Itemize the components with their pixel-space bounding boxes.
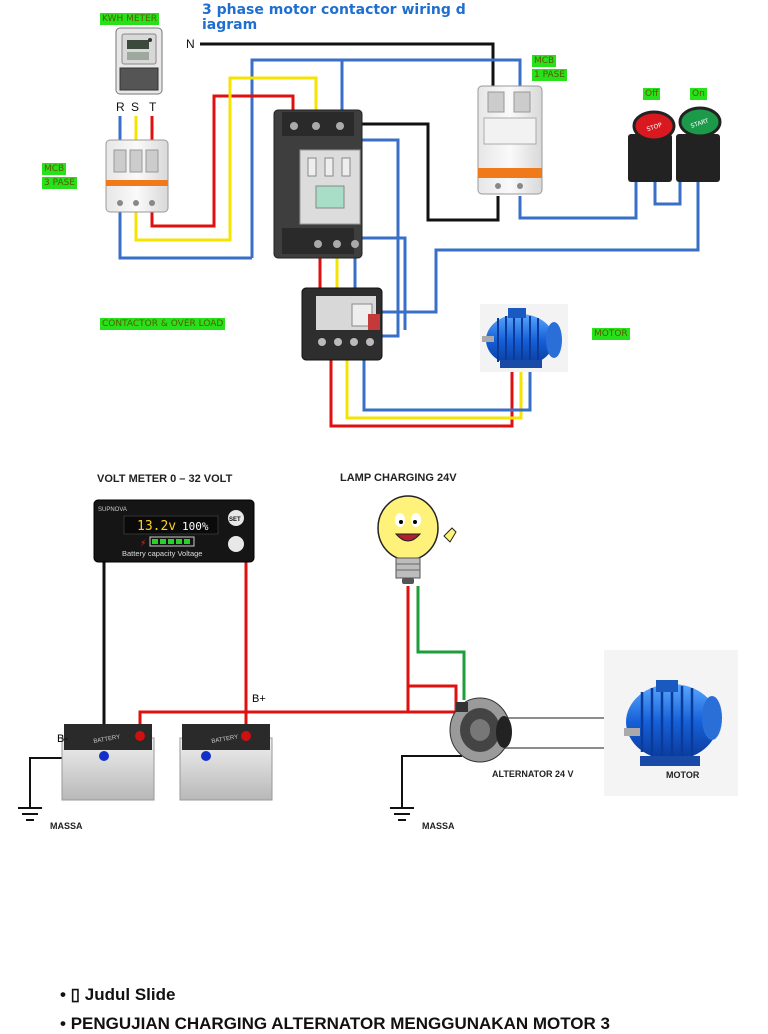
tag-mcb-1phase-line2: 1 PASE bbox=[532, 69, 567, 81]
meter-reading: 13.2v bbox=[137, 519, 176, 534]
wire-blue-l3 bbox=[118, 212, 252, 260]
diagram1-title: 3 phase motor contactor wiring d iagram bbox=[202, 2, 466, 33]
lamp-bulb bbox=[377, 495, 457, 584]
label-motor-2: MOTOR bbox=[666, 770, 700, 780]
kwh-meter bbox=[115, 27, 163, 95]
tag-motor: MOTOR bbox=[592, 328, 630, 340]
wire-blue-ctrl2 bbox=[360, 236, 407, 330]
alternator bbox=[449, 697, 512, 763]
tag-kwh-meter: KWH METER bbox=[100, 13, 159, 25]
wire-lamp-red2 bbox=[408, 684, 458, 712]
tag-contactor-overload: CONTACTOR & OVER LOAD bbox=[100, 318, 226, 330]
bullet-item-1: • ▯ Judul Slide bbox=[60, 985, 175, 1005]
tag-mcb-1phase-line1: MCB bbox=[532, 55, 557, 67]
phase-label-t: T bbox=[149, 100, 157, 114]
neutral-label: N bbox=[186, 37, 195, 51]
wire-yellow-motor bbox=[345, 360, 523, 420]
meter-brand: SUPNOVA bbox=[98, 507, 127, 513]
label-massa-left: MASSA bbox=[50, 821, 83, 831]
meter-caption: Battery capacity Voltage bbox=[122, 549, 202, 558]
wire-blue-top bbox=[250, 58, 522, 258]
battery-1-label: BATTERY bbox=[93, 734, 121, 745]
diagram1-wires bbox=[118, 42, 700, 428]
lamp-title: LAMP CHARGING 24V bbox=[340, 472, 457, 484]
bullet-item-2: • PENGUJIAN CHARGING ALTERNATOR MENGGUNA… bbox=[60, 1014, 610, 1034]
wire-blue-motor bbox=[362, 360, 532, 412]
meter-set-label: SET bbox=[229, 517, 241, 523]
wire-blue-start-back bbox=[382, 180, 700, 314]
phase-label-r: R bbox=[116, 100, 125, 114]
motor-diagram2 bbox=[604, 650, 738, 796]
tag-off: Off bbox=[643, 88, 661, 100]
wire-blue-mcb1-stop bbox=[518, 180, 638, 220]
battery-2-label: BATTERY bbox=[211, 734, 239, 745]
meter-bolt-icon: ⚡ bbox=[140, 539, 146, 549]
label-massa-alt: MASSA bbox=[422, 821, 455, 831]
wire-lamp-green bbox=[416, 586, 466, 700]
wire-neutral bbox=[200, 42, 495, 88]
wire-red-l1 bbox=[150, 94, 295, 228]
ground-symbol-left bbox=[18, 807, 42, 821]
tag-mcb-3phase-line2: 3 PASE bbox=[42, 177, 77, 189]
overload-relay bbox=[301, 287, 383, 361]
meter-set-button bbox=[228, 510, 244, 526]
start-button: START bbox=[676, 106, 722, 182]
mcb-1-phase bbox=[477, 85, 543, 195]
mcb-3-phase bbox=[105, 139, 169, 213]
bullet-1-text: Judul Slide bbox=[84, 985, 176, 1004]
ground-wire-alt bbox=[401, 755, 462, 808]
tag-mcb-3phase-line1: MCB bbox=[42, 163, 67, 175]
label-alternator: ALTERNATOR 24 V bbox=[492, 769, 574, 779]
wire-red-motor bbox=[329, 360, 514, 428]
stop-button: STOP bbox=[628, 110, 676, 182]
motor-diagram1 bbox=[480, 304, 568, 372]
battery-2: BATTERY bbox=[179, 724, 273, 801]
label-b-plus: B+ bbox=[252, 693, 266, 705]
stop-button-label: STOP bbox=[646, 122, 664, 134]
meter-percent: 100% bbox=[182, 520, 209, 533]
volt-meter: SUPNOVA 13.2v 100% ⚡ SET Battery capacit… bbox=[93, 499, 255, 563]
wire-black-mcb1 bbox=[358, 122, 500, 222]
wire-yellow-l2 bbox=[134, 76, 318, 242]
bullet-1-symbol: • ▯ bbox=[60, 985, 81, 1004]
tag-on: On bbox=[690, 88, 707, 100]
wire-blue-stop-start bbox=[653, 180, 682, 206]
battery-1: BATTERY bbox=[61, 724, 155, 801]
voltmeter-title: VOLT METER 0 – 32 VOLT bbox=[97, 473, 233, 485]
label-b-minus: B- bbox=[57, 733, 68, 745]
power-icon bbox=[228, 536, 244, 552]
contactor bbox=[273, 109, 363, 259]
ground-symbol-alt bbox=[390, 807, 414, 821]
phase-label-s: S bbox=[131, 100, 139, 114]
